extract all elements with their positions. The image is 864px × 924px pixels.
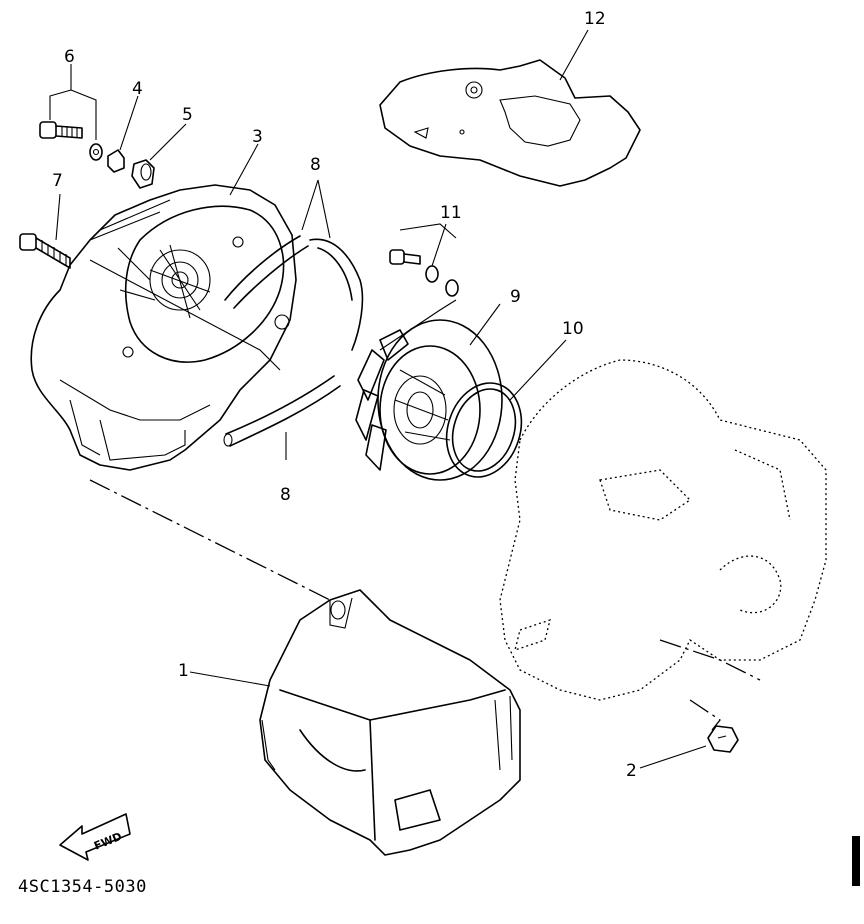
part-8-hose-lower [223, 375, 341, 447]
fwd-arrow-icon: FWD [59, 813, 131, 861]
part-7-bolt-spring [19, 233, 71, 269]
callout-6: 6 [64, 47, 75, 67]
fwd-label: FWD [92, 830, 124, 853]
part-10-o-ring [445, 382, 523, 478]
part-3-shroud [30, 184, 297, 471]
engine-outline [499, 359, 827, 701]
edge-marker [852, 836, 860, 886]
part-6-bolt-washer [39, 121, 103, 161]
callout-11: 11 [440, 203, 462, 223]
callout-1: 1 [178, 661, 189, 681]
callout-12: 12 [584, 9, 606, 29]
part-11-bolt-washers [389, 249, 459, 297]
reference-lines [89, 199, 761, 731]
callout-3: 3 [252, 127, 263, 147]
part-1-air-shroud [259, 589, 521, 856]
diagram-part-number: 4SC1354-5030 [18, 877, 147, 897]
callout-8-lower: 8 [280, 485, 291, 505]
part-9-fan [355, 319, 503, 481]
callout-2: 2 [626, 761, 637, 781]
part-12-plate [379, 59, 641, 187]
callout-labels: 6 4 5 3 7 8 8 9 10 11 12 1 2 [52, 9, 637, 781]
callout-7: 7 [52, 171, 63, 191]
callout-8-upper: 8 [310, 155, 321, 175]
callout-4: 4 [132, 79, 143, 99]
part-4-collar [107, 149, 125, 173]
callout-9: 9 [510, 287, 521, 307]
leader-lines [49, 29, 707, 769]
callout-5: 5 [182, 105, 193, 125]
callout-10: 10 [562, 319, 584, 339]
part-5-grommet [131, 159, 155, 189]
part-8-hose-upper [224, 235, 364, 351]
